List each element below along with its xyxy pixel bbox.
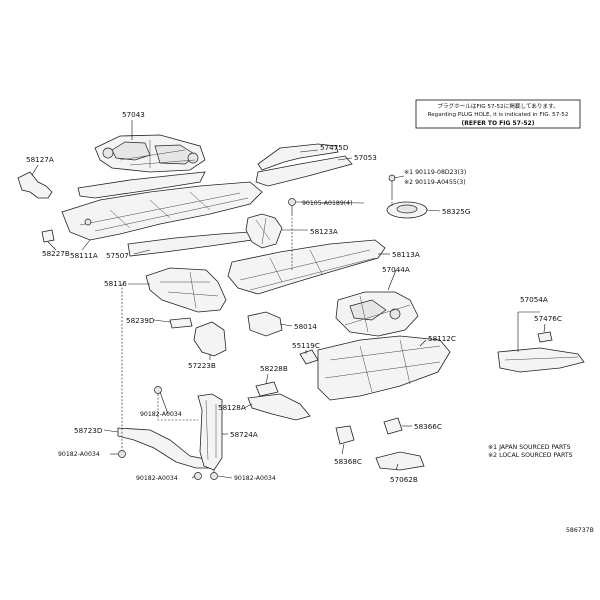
label-58128A: 58128A — [218, 403, 246, 412]
label-58239D: 58239D — [126, 316, 155, 325]
label-58228B: 58228B — [260, 364, 288, 373]
note-box — [415, 99, 581, 129]
part-57507-shape — [127, 231, 253, 257]
clip-shapes — [118, 386, 218, 480]
label-58723D: 58723D — [74, 426, 103, 435]
label-57044A: 57044A — [382, 265, 410, 274]
part-58227B-shape — [41, 229, 55, 243]
bolt-90119-shape — [388, 174, 396, 198]
label-90182-A0034-left: 90182-A0034 — [58, 451, 100, 458]
leader-lines — [31, 120, 546, 479]
label-90119-A0455: ※2 90119-A0455(3) — [404, 179, 466, 186]
label-57062B: 57062B — [390, 475, 418, 484]
part-58111A-shape — [61, 181, 263, 241]
part-57475D-shape — [257, 143, 339, 171]
part-57476C-shape — [537, 331, 553, 343]
front-rail-shape — [77, 171, 206, 199]
label-57223B: 57223B — [188, 361, 216, 370]
part-58228B-shape — [255, 381, 279, 397]
label-58127A: 58127A — [26, 155, 54, 164]
label-58366C: 58366C — [414, 422, 442, 431]
assembly-guides — [121, 198, 393, 472]
legend-local-sourced: ※2 LOCAL SOURCED PARTS — [488, 452, 573, 459]
note-line-1: プラグホールはFIG 57-52に掲載してあります。 — [437, 102, 558, 110]
source-legend: ※1 JAPAN SOURCED PARTS ※2 LOCAL SOURCED … — [488, 444, 573, 459]
part-58723D-shape — [117, 427, 213, 469]
note-line-2: Regarding PLUG HOLE, it is indicated in … — [428, 112, 569, 118]
part-58368C-shape — [335, 425, 355, 445]
part-58128A-shape — [247, 393, 311, 421]
part-58113A-shape — [227, 239, 386, 295]
label-90182-A0034-bottom-right: 90182-A0034 — [234, 475, 276, 482]
part-58014-shape — [247, 311, 283, 337]
bolt-90105-shape — [288, 198, 296, 214]
part-57044A-shape — [335, 291, 419, 337]
label-58014: 58014 — [294, 322, 317, 331]
label-57475D: 57475D — [320, 143, 349, 152]
part-58127A-shape — [17, 171, 53, 199]
label-57507: 57507 — [106, 251, 129, 260]
label-58368C: 58368C — [334, 457, 362, 466]
part-labels: 57043 58127A 57475D 57053 ※1 90119-08D23… — [26, 110, 562, 484]
legend-japan-sourced: ※1 JAPAN SOURCED PARTS — [488, 444, 571, 451]
part-57043-shape — [94, 134, 206, 173]
label-57054A: 57054A — [520, 295, 548, 304]
part-57054A-shape — [497, 347, 585, 373]
part-57062B-shape — [375, 451, 425, 471]
plug-hole-note: プラグホールはFIG 57-52に掲載してあります。 Regarding PLU… — [415, 99, 581, 129]
part-55119C-shape — [299, 349, 319, 365]
label-58724A: 58724A — [230, 430, 258, 439]
label-57053: 57053 — [354, 153, 377, 162]
part-58366C-shape — [383, 417, 403, 435]
label-90119-08D23: ※1 90119-08D23(3) — [404, 169, 466, 176]
note-line-3: (REFER TO FIG 57-52) — [462, 120, 535, 127]
part-58112C-shape — [317, 335, 451, 401]
part-58239D-shape — [169, 317, 193, 329]
part-58116-shape — [145, 267, 227, 313]
label-58111A: 58111A — [70, 251, 98, 260]
label-57476C: 57476C — [534, 314, 562, 323]
label-58113A: 58113A — [392, 250, 420, 259]
label-58227B: 58227B — [42, 249, 70, 258]
part-57223B-shape — [193, 321, 227, 357]
label-90182-A0034-bottom-left: 90182-A0034 — [136, 475, 178, 482]
label-55119C: 55119C — [292, 341, 320, 350]
part-58325G-shape — [386, 201, 428, 219]
label-90182-A0034-top: 90182-A0034 — [140, 411, 182, 418]
label-58123A: 58123A — [310, 227, 338, 236]
label-57043: 57043 — [122, 110, 145, 119]
label-58116: 58116 — [104, 279, 127, 288]
diagram-id: 586737B — [566, 527, 594, 534]
label-58112C: 58112C — [428, 334, 456, 343]
label-90105-A0189: 90105-A0189(4) — [302, 200, 353, 207]
part-57053-shape — [255, 155, 353, 187]
label-58325G: 58325G — [442, 207, 470, 216]
